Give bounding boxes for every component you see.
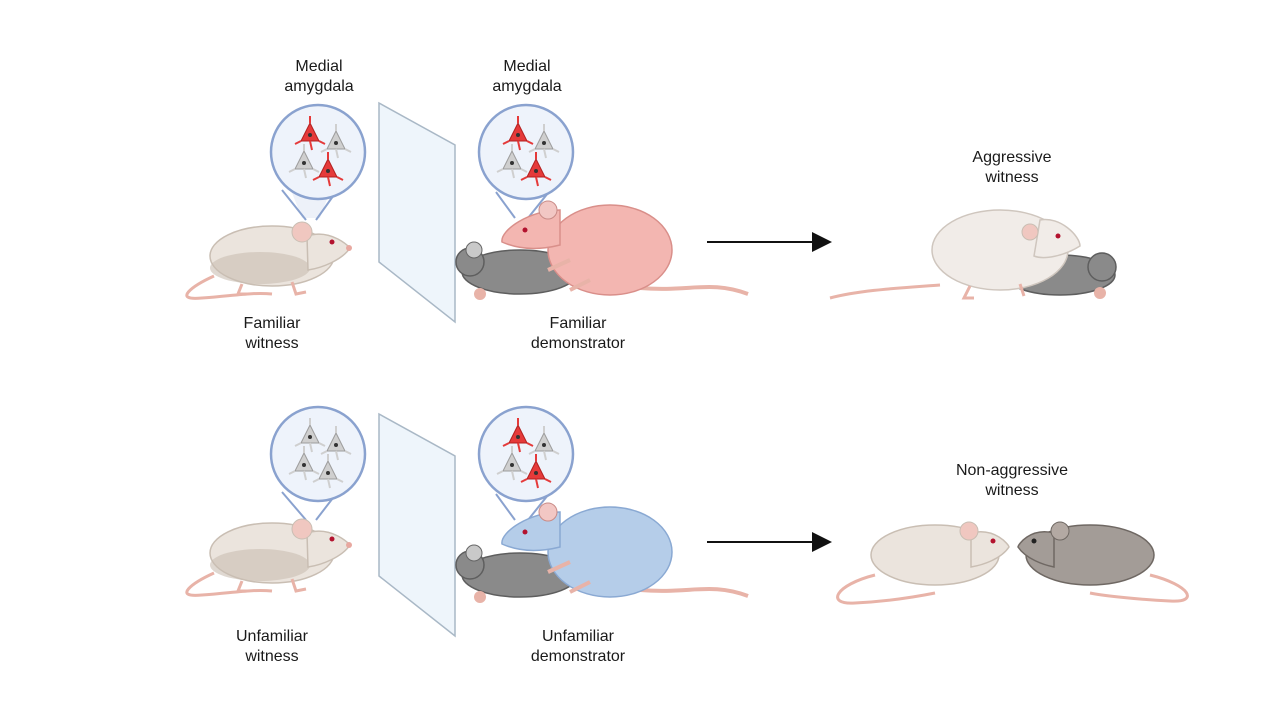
neuron-cluster	[496, 418, 560, 489]
non-aggressive-witness-facing-intruder	[836, 521, 1189, 605]
inactive-neuron-icon	[312, 454, 344, 489]
inactive-neuron-icon	[320, 124, 352, 159]
active-neuron-icon	[502, 116, 534, 151]
familiar-witness-mouse	[185, 221, 352, 300]
inactive-neuron-icon	[288, 446, 320, 481]
inactive-neuron-icon	[294, 418, 326, 453]
inactive-neuron-icon	[320, 426, 352, 461]
inactive-neuron-icon	[496, 446, 528, 481]
active-neuron-icon	[294, 116, 326, 151]
aggressive-witness-attacking	[829, 209, 1117, 300]
transparent-barrier	[378, 101, 456, 324]
demonstrator-mouse	[501, 502, 749, 598]
demonstrator-mouse	[501, 200, 749, 296]
aggressive-witness-mouse	[829, 209, 1081, 300]
intruder-mouse	[1017, 521, 1189, 603]
inactive-neuron-icon	[528, 124, 560, 159]
unfamiliar-demonstrator-attacking-intruder	[455, 502, 749, 603]
witness-amygdala-magnifier-familiar	[269, 103, 367, 221]
demonstrator-amygdala-magnifier-familiar	[477, 103, 575, 219]
demonstrator-amygdala-magnifier-unfamiliar	[477, 405, 575, 521]
non-aggressive-witness-mouse	[836, 521, 1010, 605]
neuron-cluster	[496, 116, 560, 187]
familiar-demonstrator-attacking-intruder	[455, 200, 749, 300]
inactive-neuron-icon	[528, 426, 560, 461]
inactive-neuron-icon	[496, 144, 528, 179]
neuron-cluster	[288, 418, 352, 489]
active-neuron-icon	[520, 152, 552, 187]
neuron-cluster	[288, 116, 352, 187]
transparent-barrier	[378, 412, 456, 638]
inactive-neuron-icon	[288, 144, 320, 179]
unfamiliar-witness-mouse	[185, 518, 352, 597]
active-neuron-icon	[502, 418, 534, 453]
witness-amygdala-magnifier-unfamiliar	[269, 405, 367, 521]
active-neuron-icon	[312, 152, 344, 187]
active-neuron-icon	[520, 454, 552, 489]
